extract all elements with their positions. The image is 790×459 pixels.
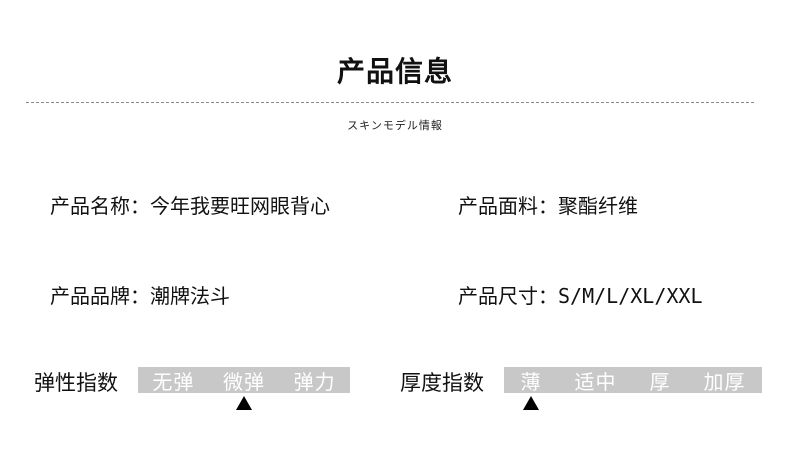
product-brand-value: 潮牌法斗 xyxy=(150,284,230,308)
page-title: 产品信息 xyxy=(336,55,453,88)
elasticity-label: 弹性指数 xyxy=(34,371,118,395)
thickness-option: 薄 xyxy=(520,369,542,394)
thickness-meter: 薄 适中 厚 加厚 xyxy=(504,367,762,394)
thickness-pointer-icon xyxy=(523,396,539,410)
product-brand-row: 产品品牌：潮牌法斗 xyxy=(50,280,230,309)
title-divider xyxy=(26,102,754,103)
product-name-label: 产品名称： xyxy=(50,194,150,218)
thickness-label: 厚度指数 xyxy=(400,371,484,395)
product-size-label: 产品尺寸： xyxy=(458,284,558,308)
elasticity-option: 微弹 xyxy=(222,369,265,394)
elasticity-option: 无弹 xyxy=(152,369,195,394)
thickness-option: 加厚 xyxy=(703,369,746,394)
product-size-row: 产品尺寸：S/M/L/XL/XXL xyxy=(458,280,703,309)
elasticity-pointer-icon xyxy=(235,396,252,410)
product-size-value: S/M/L/XL/XXL xyxy=(558,284,703,308)
page-subtitle: スキンモデル情報 xyxy=(347,119,443,132)
elasticity-meter: 无弹 微弹 弹力 xyxy=(138,367,350,394)
thickness-option: 适中 xyxy=(574,369,617,394)
elasticity-option: 弹力 xyxy=(293,369,336,394)
thickness-option: 厚 xyxy=(649,369,671,394)
product-fabric-value: 聚酯纤维 xyxy=(558,194,638,218)
product-fabric-row: 产品面料：聚酯纤维 xyxy=(458,190,638,219)
product-fabric-label: 产品面料： xyxy=(458,194,558,218)
product-name-value: 今年我要旺网眼背心 xyxy=(150,194,330,218)
product-brand-label: 产品品牌： xyxy=(50,284,150,308)
product-name-row: 产品名称：今年我要旺网眼背心 xyxy=(50,190,330,219)
